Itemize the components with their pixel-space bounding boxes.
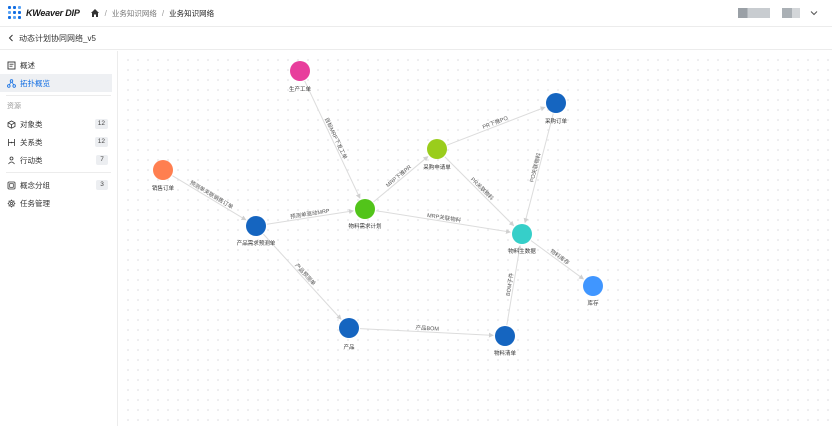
edge-label[interactable]: 产品BOM bbox=[415, 323, 439, 332]
count-badge: 3 bbox=[96, 180, 108, 190]
node-label: 库存 bbox=[587, 299, 599, 307]
sidebar-item-label: 对象类 bbox=[20, 119, 43, 129]
avatar[interactable] bbox=[738, 8, 770, 18]
sidebar-item-task-management[interactable]: 任务管理 bbox=[0, 194, 112, 212]
graph-node-purchase_order[interactable] bbox=[546, 93, 566, 113]
sidebar: 概述 拓扑概览 资源 对象类 12 关系类 12 行动类 bbox=[0, 51, 118, 426]
top-header: KWeaver DIP / 业务知识网络 / 业务知识网络 bbox=[0, 0, 832, 27]
graph-node-forecast[interactable] bbox=[246, 216, 266, 236]
count-badge: 12 bbox=[94, 119, 108, 129]
sidebar-item-relation-types[interactable]: 关系类 12 bbox=[0, 133, 112, 151]
sidebar-item-label: 行动类 bbox=[20, 155, 43, 165]
node-label: 采购申请单 bbox=[423, 163, 451, 171]
topology-icon bbox=[7, 78, 16, 88]
edge-label[interactable]: BOM子件 bbox=[504, 272, 516, 297]
sidebar-item-label: 任务管理 bbox=[20, 198, 50, 208]
cube-icon bbox=[7, 120, 16, 129]
topology-canvas[interactable] bbox=[119, 51, 832, 426]
breadcrumb-separator: / bbox=[104, 8, 107, 18]
count-badge: 12 bbox=[94, 137, 108, 147]
sidebar-item-concept-groups[interactable]: 概念分组 3 bbox=[0, 176, 112, 194]
node-label: 物料主数据 bbox=[508, 247, 536, 255]
graph-node-bom[interactable] bbox=[495, 326, 515, 346]
sidebar-divider bbox=[6, 172, 111, 173]
page-title: 动态计划协同网络_v5 bbox=[19, 33, 96, 43]
back-arrow-icon[interactable] bbox=[7, 34, 15, 42]
node-label: 生产工单 bbox=[289, 85, 312, 93]
node-label: 采购订单 bbox=[545, 117, 568, 125]
graph-node-production[interactable] bbox=[290, 61, 310, 81]
home-icon[interactable] bbox=[90, 8, 100, 18]
count-badge: 7 bbox=[96, 155, 108, 165]
graph-node-material_master[interactable] bbox=[512, 224, 532, 244]
node-label: 物料清单 bbox=[494, 349, 517, 357]
sidebar-item-topology[interactable]: 拓扑概览 bbox=[0, 74, 112, 92]
node-label: 产品 bbox=[343, 343, 355, 351]
sidebar-item-label: 概念分组 bbox=[20, 180, 50, 190]
group-icon bbox=[7, 181, 16, 189]
sidebar-section-label: 资源 bbox=[7, 103, 21, 110]
graph-node-purchase_req[interactable] bbox=[427, 139, 447, 159]
graph-node-sales[interactable] bbox=[153, 160, 173, 180]
logo-icon bbox=[8, 6, 22, 20]
overview-icon bbox=[7, 61, 16, 69]
sidebar-item-overview[interactable]: 概述 bbox=[0, 56, 112, 74]
node-label: 物料需求计划 bbox=[348, 222, 381, 230]
task-icon bbox=[7, 198, 16, 208]
node-label: 销售订单 bbox=[152, 184, 175, 192]
sidebar-item-label: 关系类 bbox=[20, 137, 43, 147]
graph-node-inventory[interactable] bbox=[583, 276, 603, 296]
sidebar-item-label: 拓扑概览 bbox=[20, 78, 50, 88]
graph-node-product[interactable] bbox=[339, 318, 359, 338]
breadcrumb-item-current: 业务知识网络 bbox=[169, 8, 215, 18]
action-icon bbox=[8, 156, 15, 164]
breadcrumb-item-network[interactable]: 业务知识网络 bbox=[111, 8, 157, 18]
app-name: KWeaver DIP bbox=[26, 8, 80, 18]
relation-icon bbox=[8, 138, 15, 146]
sidebar-item-object-types[interactable]: 对象类 12 bbox=[0, 115, 112, 133]
user-area[interactable] bbox=[738, 8, 818, 18]
sidebar-item-label: 概述 bbox=[20, 60, 35, 70]
page-subheader: 动态计划协同网络_v5 bbox=[0, 27, 832, 50]
chevron-down-icon[interactable] bbox=[810, 10, 818, 16]
user-name[interactable] bbox=[782, 8, 800, 18]
node-label: 产品需求预测单 bbox=[237, 239, 276, 247]
graph-node-material_plan[interactable] bbox=[355, 199, 375, 219]
sidebar-divider bbox=[6, 95, 111, 96]
app-logo[interactable]: KWeaver DIP bbox=[8, 6, 80, 20]
sidebar-item-action-types[interactable]: 行动类 7 bbox=[0, 151, 112, 169]
breadcrumb-separator: / bbox=[161, 8, 165, 18]
